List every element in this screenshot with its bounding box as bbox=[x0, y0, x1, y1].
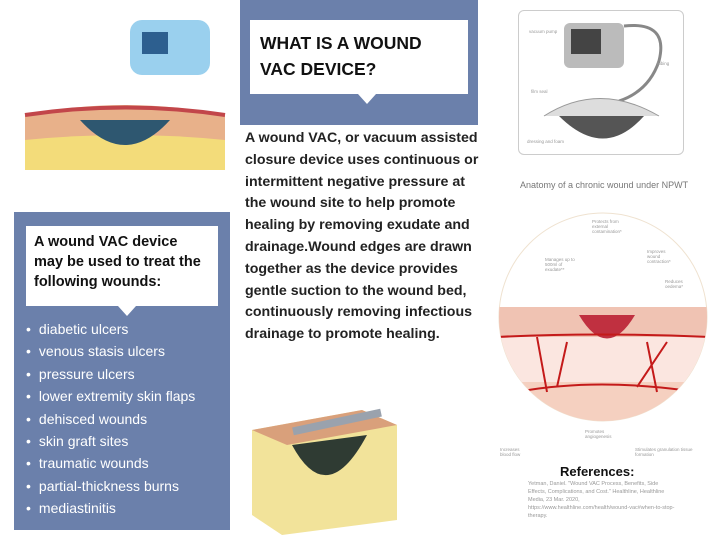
label-film-seal: film seal bbox=[531, 89, 548, 94]
list-item: lower extremity skin flaps bbox=[26, 385, 195, 407]
label-granulation: Stimulates granulation tissue formation bbox=[635, 447, 693, 457]
list-item: pressure ulcers bbox=[26, 363, 195, 385]
label-dressing: dressing and foam bbox=[527, 139, 565, 144]
description-text: A wound VAC, or vacuum assisted closure … bbox=[245, 130, 479, 343]
label-wound-contraction: Improves wound contraction* bbox=[647, 249, 671, 264]
wound-types-list: diabetic ulcers venous stasis ulcers pre… bbox=[26, 318, 195, 520]
list-item: diabetic ulcers bbox=[26, 318, 195, 340]
anatomy-diagram: Protects from external contamination* Ma… bbox=[497, 207, 709, 457]
list-item: partial-thickness burns bbox=[26, 475, 195, 497]
label-angiogenesis: Promotes angiogenesis bbox=[585, 429, 612, 439]
label-vacuum-pump: vacuum pump bbox=[529, 29, 558, 34]
wound-types-panel: A wound VAC device may be used to treat … bbox=[14, 212, 230, 530]
list-item: skin graft sites bbox=[26, 430, 195, 452]
page-title: WHAT IS A WOUND VAC DEVICE? bbox=[250, 20, 468, 104]
label-protects: Protects from external contamination* bbox=[592, 219, 622, 234]
wound-cross-section-illustration bbox=[252, 408, 397, 535]
title-panel: WHAT IS A WOUND VAC DEVICE? bbox=[240, 0, 478, 125]
list-item: dehisced wounds bbox=[26, 408, 195, 430]
label-blood-flow: Increases blood flow bbox=[500, 447, 521, 457]
references-text: Yetman, Daniel. "Wound VAC Process, Bene… bbox=[528, 481, 675, 519]
label-oedema: Reduces oedema* bbox=[665, 279, 684, 289]
list-item: mediastinitis bbox=[26, 497, 195, 519]
label-tubing: tubing bbox=[657, 61, 670, 66]
device-diagram: vacuum pump tubing film seal dressing an… bbox=[518, 10, 684, 155]
references-heading: References: bbox=[560, 464, 635, 479]
anatomy-caption: Anatomy of a chronic wound under NPWT bbox=[520, 180, 689, 190]
wound-vac-illustration bbox=[24, 20, 226, 170]
list-item: traumatic wounds bbox=[26, 452, 195, 474]
label-manages-exudate: Manages up to 500ml of exudate** bbox=[545, 257, 575, 272]
list-item: venous stasis ulcers bbox=[26, 340, 195, 362]
wound-types-heading: A wound VAC device may be used to treat … bbox=[26, 226, 218, 316]
